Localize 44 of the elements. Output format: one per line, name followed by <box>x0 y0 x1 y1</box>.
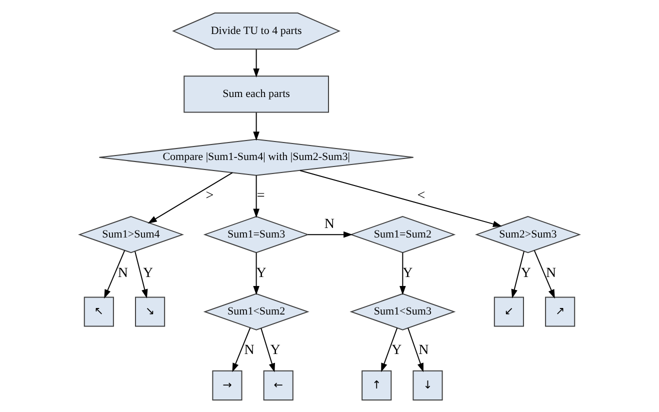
node-diamond: Sum1=Sum2 <box>350 216 456 253</box>
edge-label: Y <box>270 342 280 358</box>
edge-label: N <box>244 342 254 358</box>
arrow <box>511 250 524 298</box>
edge-label: N <box>418 342 429 358</box>
node-box: ↙ <box>494 296 524 326</box>
arrow <box>400 252 406 295</box>
edge-label: Y <box>142 264 154 280</box>
arrow <box>308 230 353 238</box>
edge-label: < <box>417 187 426 204</box>
arrow <box>232 327 251 372</box>
arrow <box>300 169 502 227</box>
node-box: ↖ <box>84 296 114 326</box>
node-diamond: Sum1<Sum2 <box>203 292 310 330</box>
arrow <box>534 250 555 298</box>
node-diamond: Compare |Sum1-Sum4| with |Sum2-Sum3| <box>98 138 414 176</box>
arrow <box>260 328 275 372</box>
edge-label: Y <box>520 264 532 280</box>
node-box: ↗ <box>545 296 576 326</box>
arrow <box>381 327 398 372</box>
arrow <box>104 250 126 298</box>
arrow <box>253 48 260 78</box>
node-box: ↘ <box>135 296 166 326</box>
edge-label: = <box>256 187 265 204</box>
edge-label: N <box>324 215 335 232</box>
node-diamond: Sum1=Sum3 <box>203 216 310 253</box>
arrow <box>253 252 260 295</box>
arrow <box>253 112 260 140</box>
node-box: ← <box>263 370 294 400</box>
node-box: ↑ <box>362 370 392 400</box>
arrow <box>253 174 260 218</box>
arrow <box>148 172 233 223</box>
edge-label: N <box>546 264 556 280</box>
arrow <box>408 327 424 372</box>
node-box: ↓ <box>412 370 443 400</box>
node-diamond: Sum2>Sum3 <box>475 216 581 253</box>
edge-label: Y <box>402 264 413 280</box>
edge-label: > <box>206 187 214 204</box>
edge-label: Y <box>392 342 402 358</box>
arrow <box>134 250 148 298</box>
node-box: → <box>212 370 242 400</box>
edge-label: N <box>118 264 128 280</box>
node-diamond: Sum1<Sum3 <box>350 292 456 330</box>
node-box: Sum each parts <box>184 75 329 112</box>
